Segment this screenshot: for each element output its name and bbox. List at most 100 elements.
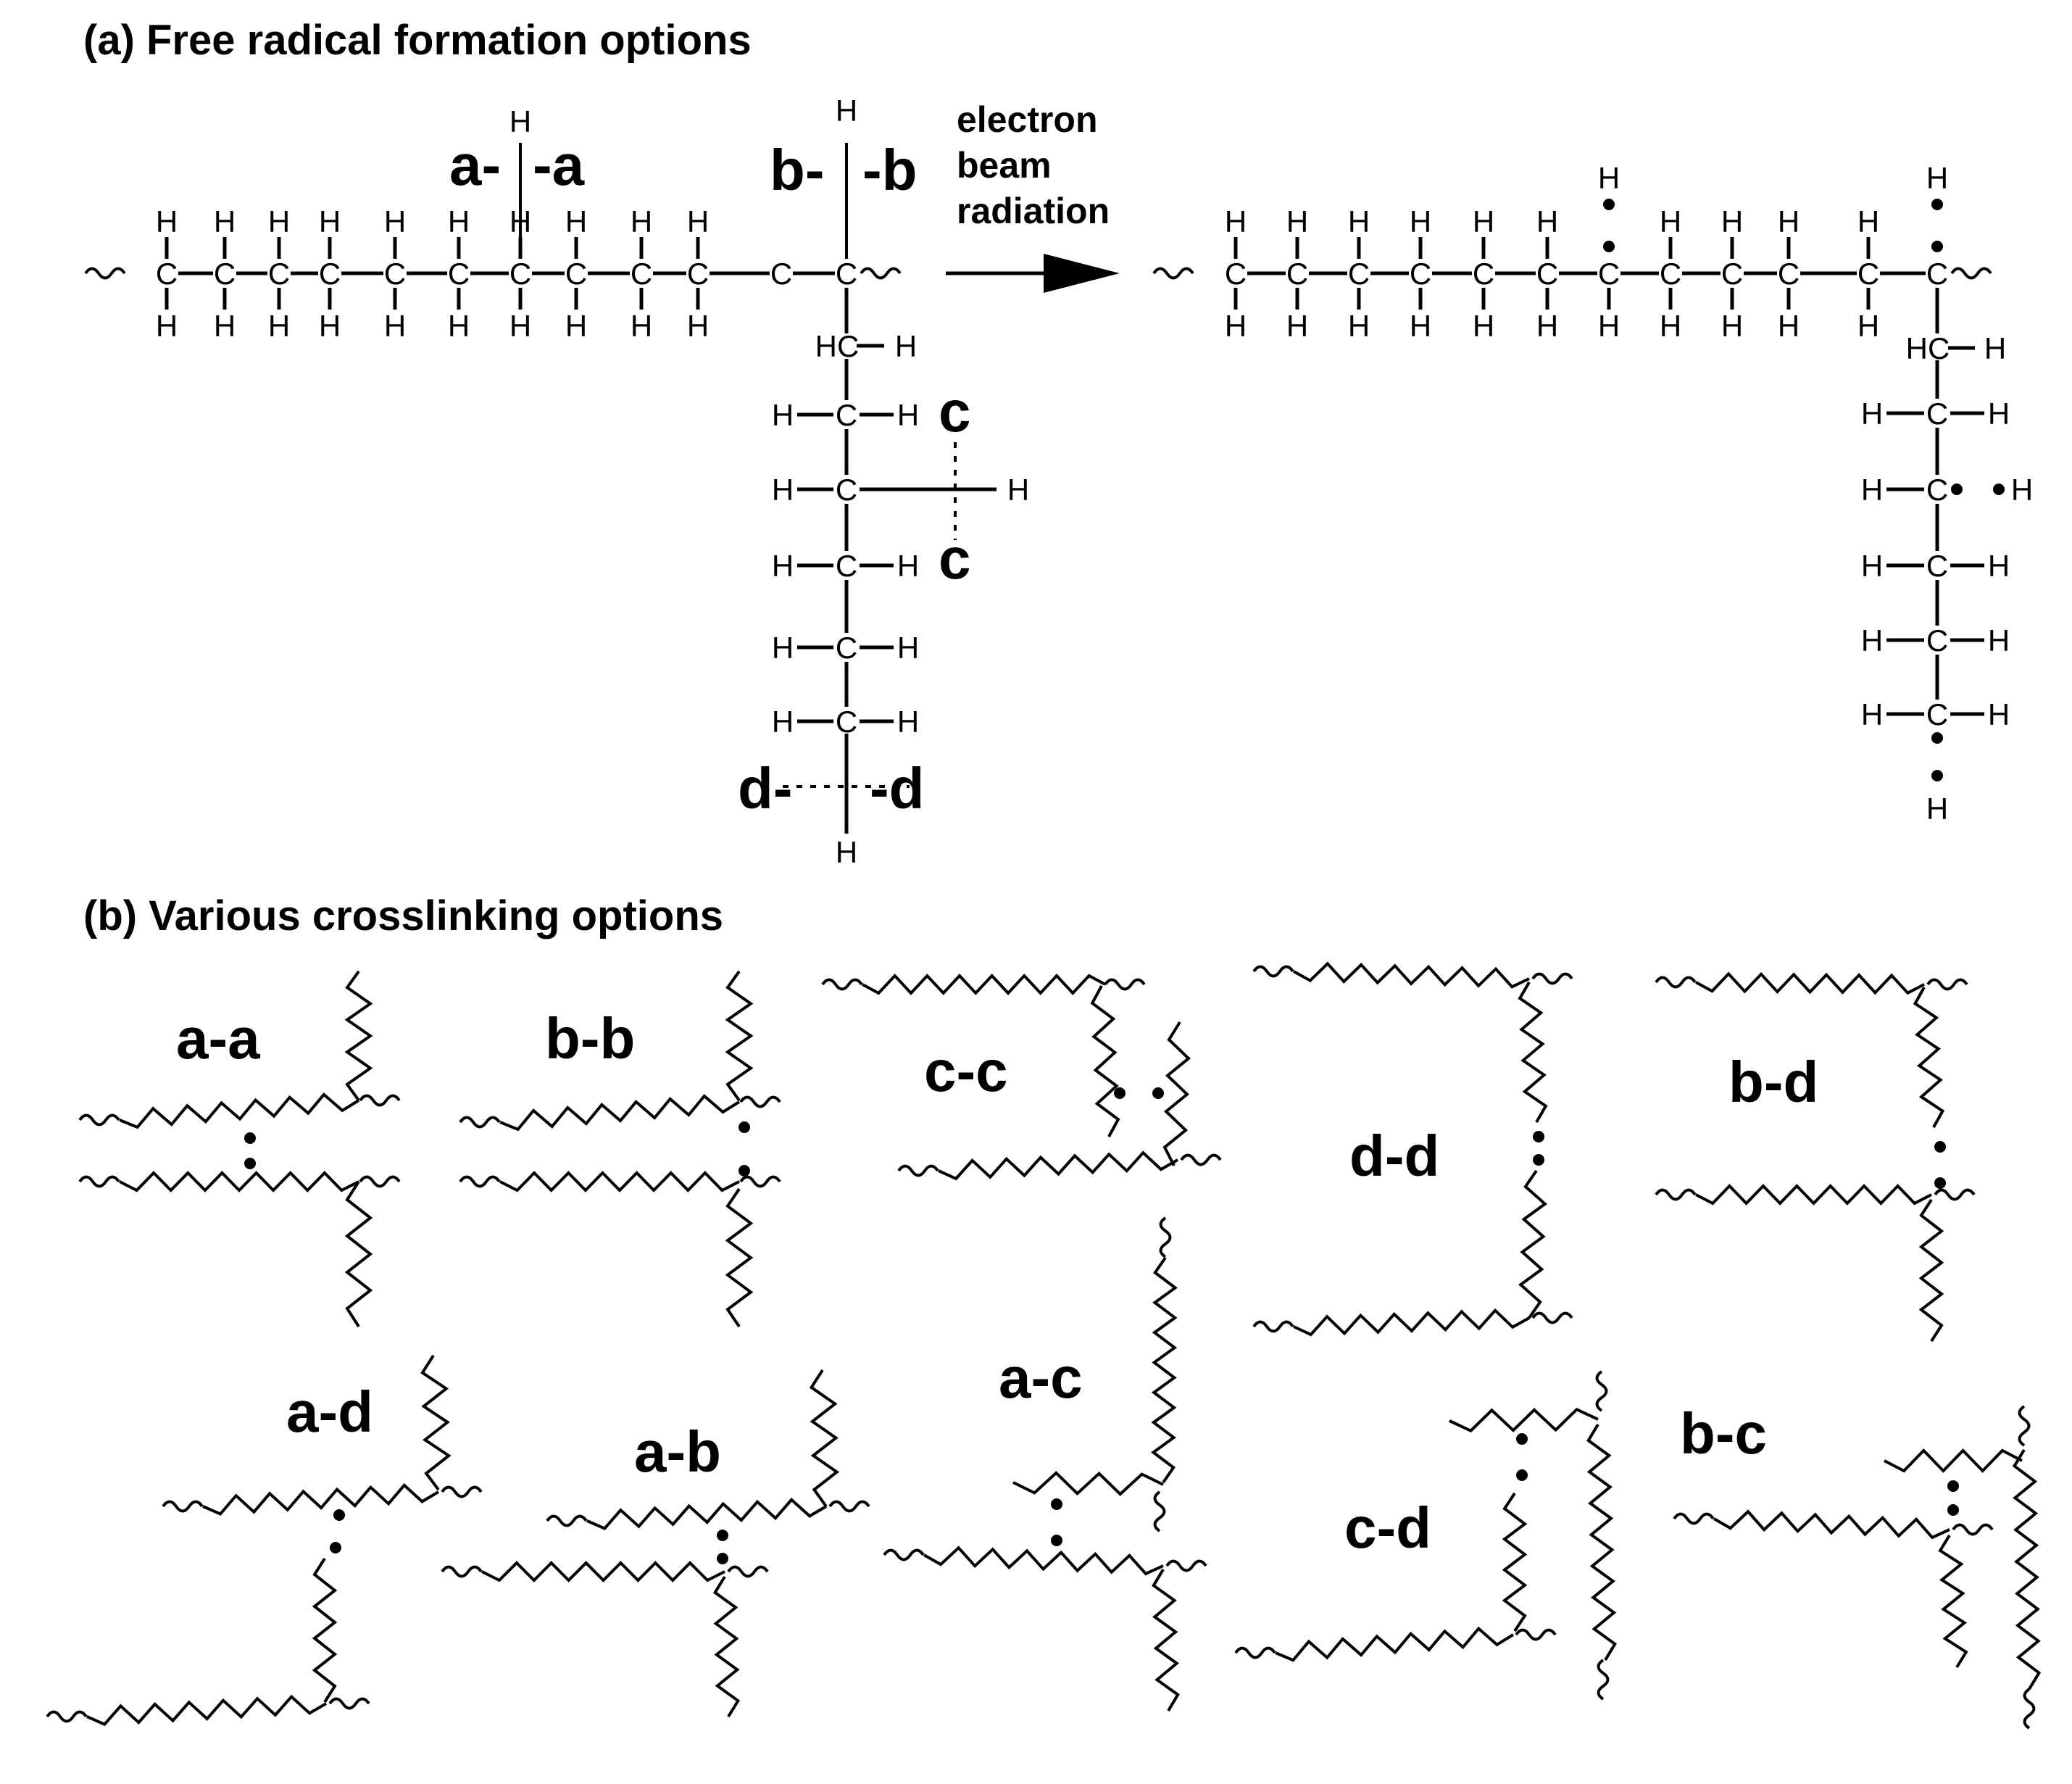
chain-end-wavy	[1159, 1216, 1172, 1258]
carbon-atom: C	[1926, 549, 1948, 583]
chain-end-wavy	[739, 1175, 781, 1188]
chain-end-wavy	[1934, 1188, 1976, 1201]
hydrogen-atom: H	[631, 309, 652, 343]
hydrogen-atom: H	[772, 398, 794, 432]
radical-dot	[244, 1132, 256, 1144]
hydrogen-atom: H	[1536, 309, 1558, 343]
carbon-atom: C	[1473, 257, 1494, 291]
carbon-atom: C	[1286, 257, 1308, 291]
carbon-atom: C	[1926, 697, 1948, 731]
polymer-chain	[1502, 1492, 1528, 1632]
carbon-atom: C	[836, 473, 857, 507]
panel-a-b	[441, 1369, 870, 1718]
polymer-chain	[1449, 1407, 1599, 1433]
hydrogen-atom: H	[772, 705, 794, 739]
hydrogen-atom: H	[214, 204, 236, 238]
carbon-atom: C	[836, 549, 857, 583]
radical-dot	[1051, 1498, 1062, 1510]
radical-dot	[1931, 241, 1943, 252]
radical-dot	[333, 1509, 345, 1521]
hydrogen-atom: H	[1598, 309, 1620, 343]
chain-end-wavy	[1252, 965, 1294, 978]
scission-site-a: a- -a	[449, 133, 585, 197]
polymer-chain	[1152, 1568, 1180, 1712]
radical-dot	[1931, 199, 1943, 210]
pendant-chain	[344, 970, 373, 1102]
panel-b-d	[1655, 971, 1976, 1343]
hydrogen-atom: H	[631, 204, 652, 238]
hydrogen-atom: H	[1286, 309, 1308, 343]
polymer-chain	[1518, 981, 1548, 1124]
hydrogen-atom: H	[2011, 473, 2033, 507]
carbon-atom: C	[156, 257, 178, 291]
carbon-atom: C	[319, 257, 341, 291]
chain-end-wavy	[1926, 978, 1968, 991]
site-label-b-left: b-	[770, 138, 825, 202]
hydrogen-atom: H	[1721, 309, 1743, 343]
hydrogen-atom: H	[448, 309, 470, 343]
chain-end-wavy	[897, 1164, 939, 1177]
carbon-atom: C	[565, 257, 587, 291]
scission-site-c: c c	[939, 379, 971, 591]
site-label-d-right: -d	[870, 756, 925, 821]
hydrogen-atom: H	[836, 94, 857, 128]
hydrogen-atom: H	[897, 631, 919, 665]
heading-a: (a) Free radical formation options	[83, 17, 752, 64]
hydrogen-atom: H	[1778, 204, 1800, 238]
chain-end-wavy	[1952, 1523, 1994, 1536]
pair-label-c-d: c-d	[1344, 1495, 1431, 1560]
chain-end-wavy	[2018, 1405, 2031, 1447]
hydrogen-atom: H	[156, 309, 178, 343]
chain-end-wavy-left	[84, 267, 126, 280]
polymer-chain	[499, 1171, 740, 1192]
chain-end-wavy	[46, 1710, 88, 1723]
panel-c-c	[821, 974, 1222, 1181]
chain-end-wavy	[1104, 978, 1146, 991]
pair-label-d-d: d-d	[1349, 1124, 1439, 1188]
chain-end-wavy	[1515, 1628, 1557, 1641]
site-label-b-right: -b	[862, 138, 918, 202]
chain-end-wavy	[2023, 1688, 2036, 1730]
hydrogen-atom: H	[895, 329, 917, 363]
chain-end-wavy	[162, 1500, 204, 1513]
chain-end-wavy-left	[1152, 267, 1194, 280]
carbon-atom: C	[1348, 257, 1370, 291]
panel-d-d	[1252, 961, 1573, 1337]
polymer-chain	[1162, 1021, 1191, 1166]
hydrogen-atom: H	[448, 204, 470, 238]
panel-a-a	[78, 970, 401, 1328]
reaction-arrow	[946, 254, 1120, 293]
chain-end-wavy	[1234, 1646, 1276, 1659]
chain-end-wavy	[821, 978, 863, 991]
chain-end-wavy	[441, 1485, 483, 1498]
carbon-atom: C	[448, 257, 470, 291]
carbon-atom: C	[1410, 257, 1431, 291]
polymer-chain	[119, 1092, 360, 1129]
ch-group: HC	[815, 329, 860, 363]
pair-label-b-b: b-b	[545, 1006, 635, 1071]
carbon-atom: C	[1778, 257, 1800, 291]
chain-end-wavy	[1595, 1370, 1608, 1412]
polymer-chain	[725, 970, 754, 1102]
pair-label-a-d: a-d	[286, 1380, 373, 1444]
chain-end-wavy	[328, 1697, 370, 1710]
chain-end-wavy	[727, 1565, 769, 1578]
carbon-atom: C	[1225, 257, 1247, 291]
polymer-chain	[1884, 1448, 2023, 1473]
polymer-chain	[499, 1094, 741, 1132]
chain-end-wavy	[78, 1175, 120, 1188]
chain-end-wavy	[359, 1094, 401, 1107]
hydrogen-atom: H	[897, 398, 919, 432]
polymer-chain	[725, 1187, 754, 1328]
radical-dot	[717, 1553, 728, 1564]
hydrogen-atom: H	[772, 631, 794, 665]
radical-dot	[1533, 1154, 1544, 1166]
radical-dot	[1516, 1469, 1528, 1481]
chain-end-wavy-right	[1950, 267, 1992, 280]
polymer-chain	[202, 1483, 440, 1516]
hydrogen-atom: H	[384, 204, 406, 238]
scission-site-d: d- -d	[738, 756, 925, 821]
hydrogen-atom: H	[687, 309, 709, 343]
